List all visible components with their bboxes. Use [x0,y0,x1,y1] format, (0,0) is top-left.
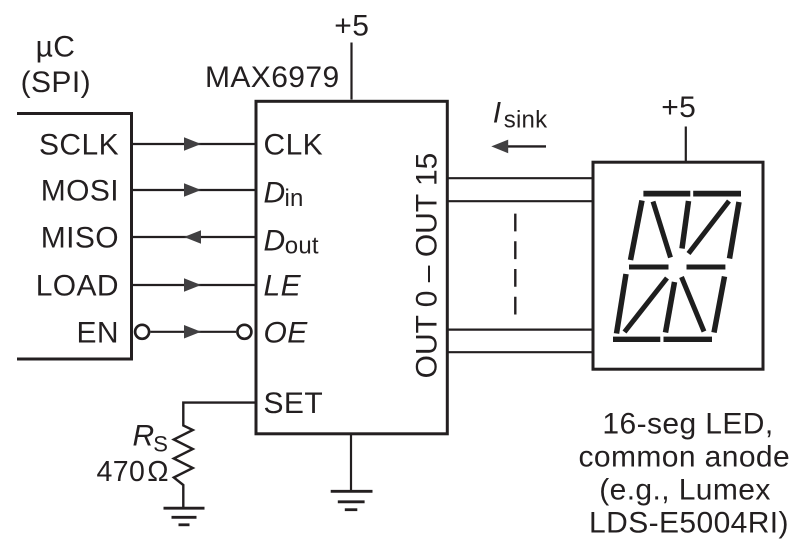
svg-text:common anode: common anode [579,441,791,474]
svg-text:(e.g., Lumex: (e.g., Lumex [599,474,771,507]
svg-text:D: D [264,224,286,257]
svg-text:SCLK: SCLK [39,129,119,162]
svg-text:S: S [153,432,168,457]
svg-text:OE: OE [264,317,309,350]
svg-text:SET: SET [264,387,324,420]
svg-text:LOAD: LOAD [36,270,119,303]
svg-text:OUT 0 – OUT 15: OUT 0 – OUT 15 [411,153,444,379]
svg-text:µC: µC [36,31,76,64]
svg-text:CLK: CLK [264,129,324,162]
svg-text:D: D [264,177,286,210]
svg-text:16-seg LED,: 16-seg LED, [602,408,773,441]
svg-text:MISO: MISO [41,222,119,255]
svg-text:out: out [285,233,319,260]
svg-text:+5: +5 [334,10,369,43]
svg-text:LE: LE [264,270,302,303]
svg-text:470Ω: 470Ω [97,456,169,488]
svg-text:sink: sink [504,107,548,134]
svg-text:+5: +5 [661,91,696,124]
svg-text:LDS-E5004RI): LDS-E5004RI) [589,507,789,540]
svg-text:EN: EN [77,317,119,350]
svg-text:MOSI: MOSI [41,175,119,208]
svg-text:R: R [133,420,155,453]
svg-text:in: in [285,185,304,212]
svg-text:MAX6979: MAX6979 [205,61,340,94]
svg-text:(SPI): (SPI) [21,66,91,99]
svg-text:I: I [493,96,502,129]
